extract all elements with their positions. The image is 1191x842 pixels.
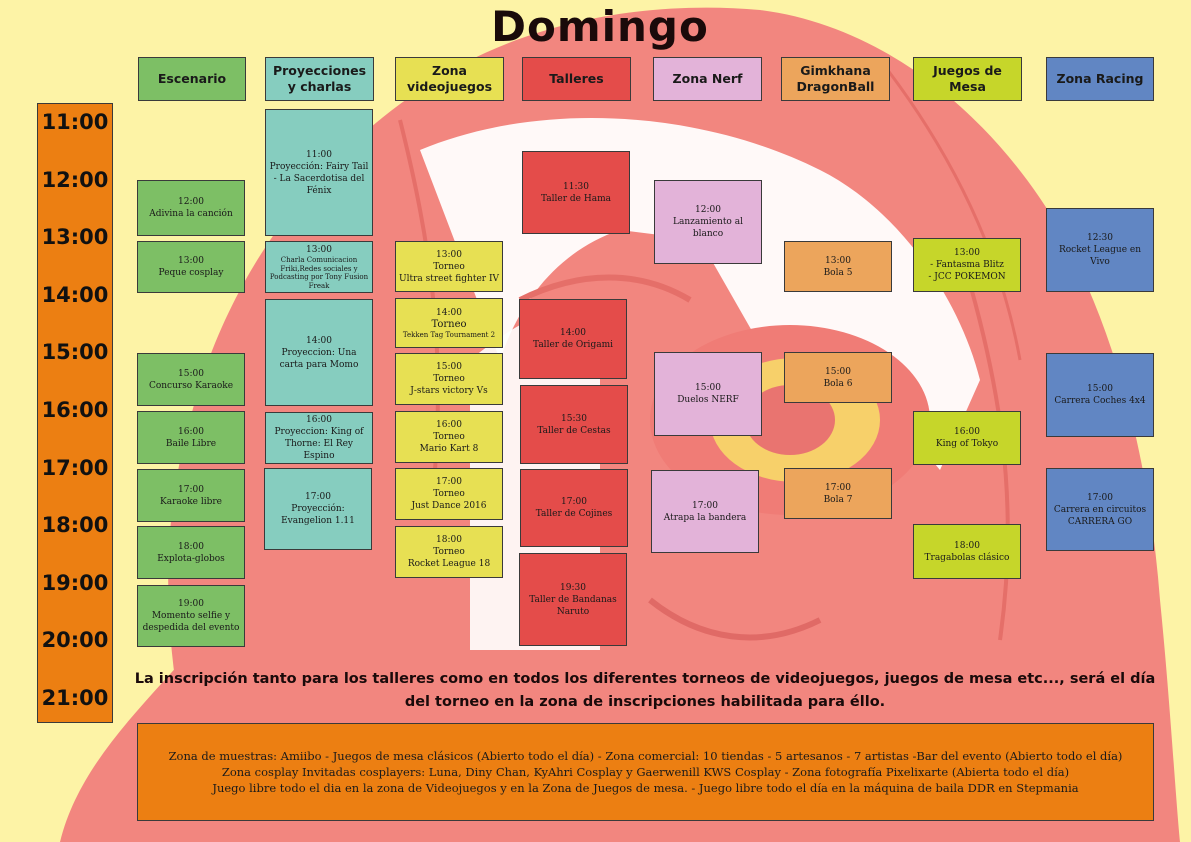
hour-label: 14:00 <box>41 283 109 307</box>
hour-label: 20:00 <box>41 628 109 652</box>
column-header-dragonball: Gimkhana DragonBall <box>781 57 890 101</box>
hour-label: 16:00 <box>41 398 109 422</box>
footer-info-box: Zona de muestras: Amiibo - Juegos de mes… <box>137 723 1154 821</box>
hour-label: 19:00 <box>41 571 109 595</box>
hours-column: 11:00 12:00 13:00 14:00 15:00 16:00 17:0… <box>37 103 113 723</box>
column-header-nerf: Zona Nerf <box>653 57 762 101</box>
column-header-talleres: Talleres <box>522 57 631 101</box>
column-header-racing: Zona Racing <box>1046 57 1154 101</box>
column-header-proyecciones: Proyecciones y charlas <box>265 57 374 101</box>
registration-notice: La inscripción tanto para los talleres c… <box>134 671 1156 710</box>
page-title: Domingo <box>491 2 709 51</box>
footer-line: Juego libre todo el dia en la zona de Vi… <box>212 781 1079 795</box>
hour-label: 11:00 <box>41 110 109 134</box>
footer-line: Zona de muestras: Amiibo - Juegos de mes… <box>168 749 1123 763</box>
hour-label: 21:00 <box>41 686 109 710</box>
column-header-juegos-mesa: Juegos de Mesa <box>913 57 1022 101</box>
hour-label: 17:00 <box>41 456 109 480</box>
footer-line: Zona cosplay Invitadas cosplayers: Luna,… <box>221 765 1070 779</box>
column-header-videojuegos: Zona videojuegos <box>395 57 504 101</box>
hour-label: 18:00 <box>41 513 109 537</box>
event-block: 13:00- Fantasma Blitz - JCC POKEMON <box>913 238 1021 292</box>
column-header-escenario: Escenario <box>138 57 246 101</box>
hour-label: 12:00 <box>41 168 109 192</box>
hour-label: 13:00 <box>41 225 109 249</box>
hour-label: 15:00 <box>41 340 109 364</box>
